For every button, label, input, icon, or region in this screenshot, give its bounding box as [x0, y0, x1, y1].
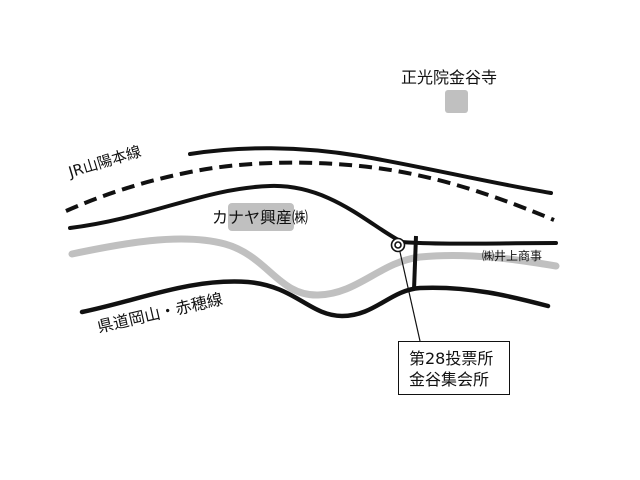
river-line: [68, 235, 560, 299]
callout-pointer: [399, 251, 421, 342]
prefectural-road: [79, 279, 551, 319]
kanaya-label: カナヤ興産㈱: [212, 208, 309, 227]
local-road: [68, 183, 558, 246]
polling-station-venue: 金谷集会所: [409, 370, 490, 389]
polling-station-callout: 第28投票所 金谷集会所: [398, 341, 510, 395]
polling-station-number: 第28投票所: [409, 349, 494, 368]
temple-building: [445, 90, 468, 113]
polling-station-marker-inner: [394, 241, 402, 249]
temple-label: 正光院金谷寺: [401, 68, 498, 87]
connector-road: [412, 235, 418, 291]
railway-line-dashed: [65, 160, 555, 222]
inoue-label: ㈱井上商事: [482, 249, 543, 263]
kanaya-building: [228, 203, 294, 231]
railway-line-solid: [188, 146, 553, 195]
